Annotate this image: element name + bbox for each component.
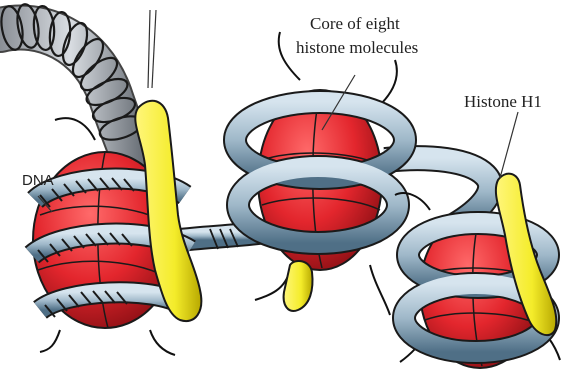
leader-line-top-1: [148, 10, 150, 88]
leader-line-top-2: [152, 10, 156, 88]
coiled-dna-strand: [0, 3, 145, 175]
label-core-line2: histone molecules: [296, 38, 418, 58]
leader-line-h1: [500, 112, 518, 178]
label-histone-h1: Histone H1: [464, 92, 542, 112]
label-core-line1: Core of eight: [310, 14, 400, 34]
histone-h1-center: [284, 261, 313, 311]
nucleosome-center: [235, 32, 405, 315]
label-dna: DNA: [22, 172, 54, 189]
